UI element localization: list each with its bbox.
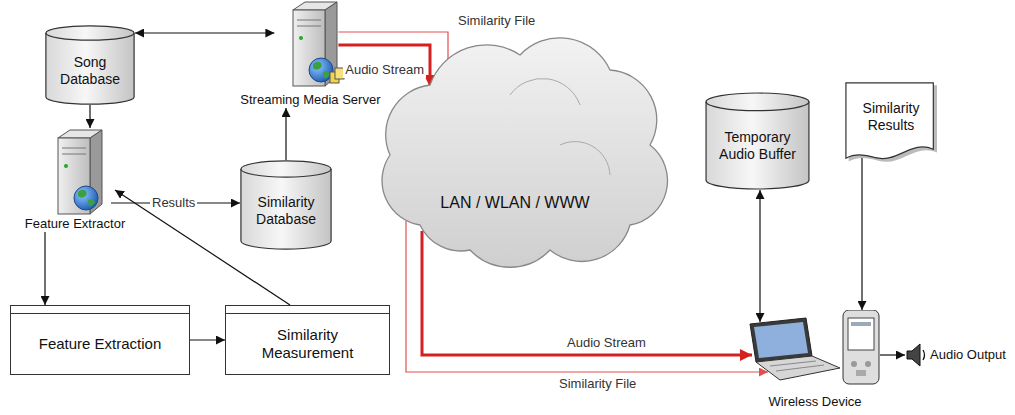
node-label: LAN / WLAN / WWW [440, 193, 589, 212]
cylinder-body [241, 161, 331, 249]
wireless-device: Wireless Device [740, 310, 890, 410]
node-text-group: Feature Extractor [25, 216, 125, 232]
pda-pad [856, 370, 866, 376]
node-label: Similarity Measurement [230, 326, 385, 362]
pda-screen [848, 318, 874, 350]
audio-output: Audio Output [905, 340, 1013, 370]
node-text-group: Similarity Results [850, 100, 932, 134]
laptop-keys [770, 361, 816, 366]
edge-label: Audio Stream [343, 63, 426, 78]
node-label: Song Database [50, 54, 130, 88]
node-label: Similarity Database [245, 194, 327, 228]
node-text-group: Audio Output [930, 347, 1006, 363]
cylinder-body [46, 26, 134, 104]
pda-button [865, 361, 871, 367]
drive-slot [62, 148, 86, 149]
connector [880, 354, 905, 355]
cloud-puff [510, 79, 610, 175]
server-icon [40, 128, 110, 216]
connector [89, 105, 90, 128]
laptop-keys [776, 365, 824, 371]
audio-buffer: Temporary Audio Buffer [705, 92, 810, 190]
node-text-group: Similarity Measurement [230, 326, 385, 362]
pda-button [851, 361, 857, 367]
box-band [11, 313, 189, 314]
node-label: Similarity Results [850, 100, 932, 134]
speaker-cone [907, 344, 920, 366]
connector [135, 32, 274, 33]
drive-slot [62, 154, 86, 155]
node-text-group: Streaming Media Server [240, 92, 380, 108]
drive-slot [297, 26, 321, 27]
node-text-group: Similarity Database [245, 194, 327, 228]
globe-land [78, 190, 95, 206]
cylinder-body [706, 93, 809, 189]
node-text-group: LAN / WLAN / WWW [440, 193, 589, 212]
results-document: Similarity Results [845, 82, 937, 164]
speaker-icon [905, 342, 927, 368]
power-led [299, 36, 303, 40]
laptop-display [754, 322, 808, 358]
connector [44, 232, 45, 305]
drive-slot [297, 20, 321, 21]
globe-icon [74, 186, 98, 210]
song-database: Song Database [45, 25, 135, 105]
globe-land [313, 62, 330, 78]
connector [759, 190, 760, 322]
node-label: Wireless Device [768, 394, 861, 410]
power-led [64, 164, 68, 168]
cloud-shape [360, 25, 670, 270]
cylinder-rim [46, 33, 134, 40]
process-box: Feature Extraction [10, 305, 190, 375]
pda-screen-bar [851, 322, 871, 326]
edge-label: Results [150, 196, 197, 211]
laptop-base [756, 356, 840, 380]
device-icons [740, 310, 890, 390]
streaming-server: Streaming Media Server [235, 0, 386, 108]
feature-extractor: Feature Extractor [15, 128, 135, 232]
node-label: Temporary Audio Buffer [710, 129, 805, 163]
globe-icon [309, 58, 333, 82]
node-label: Audio Output [930, 347, 1006, 363]
node-text-group: Temporary Audio Buffer [710, 129, 805, 163]
connector [285, 108, 286, 160]
connector [338, 45, 430, 87]
document-outline [846, 83, 933, 159]
node-text-group: Wireless Device [768, 394, 861, 410]
edge-label: Similarity File [557, 377, 638, 392]
connector [861, 154, 862, 310]
node-text-group: Feature Extraction [39, 335, 162, 353]
similarity-database: Similarity Database [240, 160, 332, 250]
laptop-screen [750, 318, 812, 362]
process-box: Similarity Measurement [225, 305, 390, 375]
network-cloud: LAN / WLAN / WWW [360, 25, 670, 270]
sound-wave [923, 350, 925, 360]
node-label: Feature Extraction [39, 335, 162, 353]
node-label: Feature Extractor [25, 216, 125, 232]
cylinder-rim [706, 102, 809, 111]
node-label: Streaming Media Server [240, 92, 380, 108]
cylinder-rim [241, 169, 331, 177]
server-icon [275, 0, 345, 88]
box-band [226, 313, 389, 314]
edge-label: Similarity File [456, 14, 537, 29]
node-text-group: Song Database [50, 54, 130, 88]
pda-body [843, 310, 879, 384]
edge-label: Audio Stream [565, 336, 648, 351]
connector [190, 339, 225, 340]
